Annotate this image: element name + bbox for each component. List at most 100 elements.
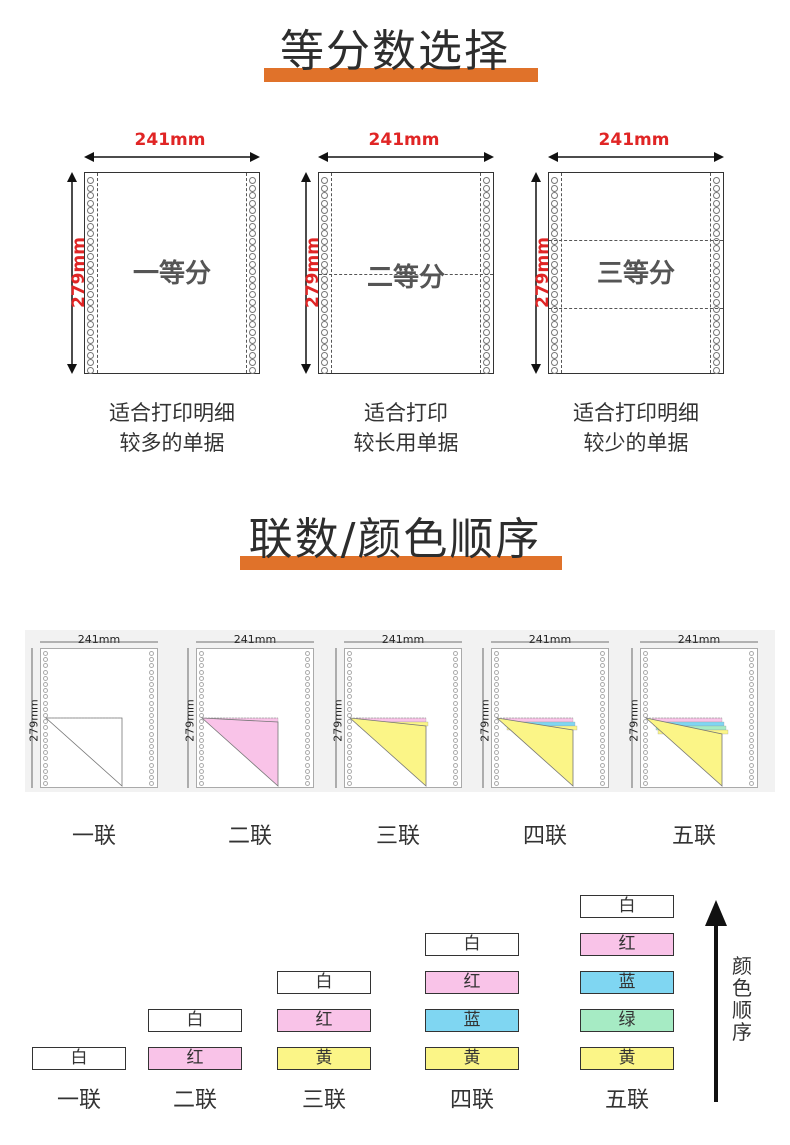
feed-hole [551,321,558,329]
feed-hole [43,688,48,694]
feed-hole [149,663,154,669]
arrow-down-icon [67,364,77,374]
feed-hole [87,291,94,298]
feed-hole [87,367,94,374]
feed-hole [199,768,204,774]
feed-hole [551,260,558,268]
feed-hole [494,651,499,656]
feed-hole [749,706,754,712]
feed-hole [199,725,204,731]
division-label: 二等分 [366,263,445,293]
feed-hole [149,719,154,725]
feed-hole [551,215,558,222]
arrow-left-icon [84,152,94,162]
feed-hole [453,700,458,706]
feed-hole [305,700,310,706]
feed-hole [483,199,490,207]
feed-hole [321,275,328,283]
folded-triangle [495,717,574,787]
feed-hole [305,762,310,768]
feed-hole [347,768,352,774]
arrow-up-icon [301,172,311,182]
feed-hole [305,706,310,712]
feed-hole [347,700,352,706]
feed-hole [149,669,154,675]
feed-hole [749,781,754,787]
feed-hole [43,768,48,774]
feed-hole [43,694,48,700]
feed-hole [321,199,328,207]
feed-hole [713,268,720,276]
feed-hole [713,367,720,374]
feed-hole [600,651,605,656]
feed-hole [347,744,352,749]
feed-hole [199,781,204,787]
feed-hole [149,713,154,718]
feed-hole [453,669,458,675]
feed-hole [453,675,458,681]
feed-hole [600,775,605,780]
feed-hole [43,675,48,681]
color-layer-bar: 白 [425,933,519,956]
feed-hole [643,657,648,663]
feed-hole [347,694,352,700]
feed-hole [321,260,328,268]
feed-hole [249,184,256,192]
tractor-feed-strip [319,173,332,374]
feed-hole [149,775,154,780]
feed-hole [321,321,328,329]
feed-hole [551,359,558,367]
feed-hole [600,688,605,694]
feed-hole [643,700,648,706]
feed-hole [643,675,648,681]
feed-hole [483,306,490,314]
feed-hole [149,700,154,706]
feed-hole [43,781,48,787]
feed-hole [643,750,648,756]
feed-hole [749,756,754,762]
feed-hole [713,184,720,192]
color-layer-bar: 红 [580,933,674,956]
division-label: 一等分 [132,259,211,289]
feed-hole [551,222,558,230]
feed-hole [87,207,94,215]
feed-hole [453,737,458,743]
feed-hole [453,756,458,762]
feed-hole [643,781,648,787]
width-dimension-label: 241mm [677,633,721,646]
feed-hole [600,700,605,706]
feed-hole [305,775,310,780]
feed-hole [749,663,754,669]
feed-hole [551,298,558,306]
feed-hole [305,731,310,737]
feed-hole [749,731,754,737]
feed-hole [321,207,328,215]
ply-name: 二联 [227,824,272,849]
feed-hole [494,725,499,731]
feed-hole [483,283,490,291]
feed-hole [749,657,754,663]
feed-hole [43,756,48,762]
feed-hole [483,245,490,253]
feed-hole [483,184,490,192]
feed-hole [321,283,328,291]
feed-hole [551,336,558,344]
feed-hole [305,669,310,675]
feed-hole [600,682,605,687]
feed-hole [321,313,328,321]
feed-hole [600,694,605,700]
feed-hole [494,675,499,681]
feed-hole [453,713,458,718]
ply-name: 一联 [71,824,116,849]
feed-hole [321,237,328,245]
feed-hole [483,222,490,230]
division-description: 较少的单据 [583,431,689,455]
feed-hole [87,336,94,344]
feed-hole [713,359,720,367]
division-line [549,307,723,309]
tractor-feed-strip [148,651,156,787]
feed-hole [713,283,720,291]
arrow-right-icon [250,152,260,162]
feed-hole [321,184,328,192]
